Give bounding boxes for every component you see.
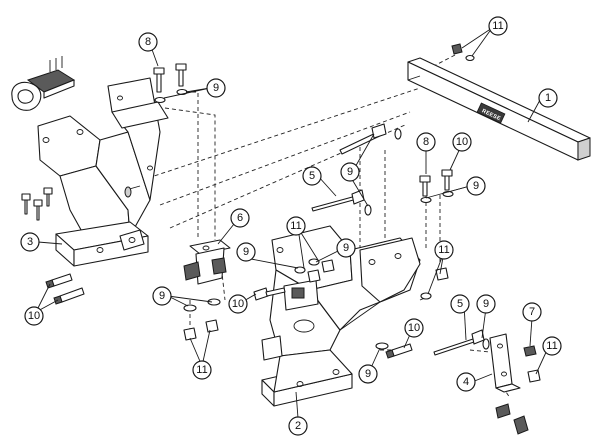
callout-10-bottom: 10 [404,318,424,338]
callout-9-center-right-label: 9 [343,242,349,254]
callout-11-bottom-left-label: 11 [196,364,207,376]
callout-9-top-center: 9 [340,162,360,182]
callout-3-label: 3 [27,236,33,248]
callout-9-bottom-right: 9 [476,294,496,314]
callout-11-center-label: 11 [290,220,301,232]
backing-plate-item-4 [433,329,541,435]
callout-11-right: 11 [434,240,454,260]
callout-7: 7 [522,302,542,322]
callout-8-top-label: 8 [145,36,151,48]
callout-1: 1 [538,88,558,108]
callout-7-label: 7 [529,306,535,318]
callout-9-left-bottom: 9 [152,286,172,306]
callout-9-bottom-label: 9 [365,368,371,380]
callout-2-label: 2 [295,420,301,432]
tow-hook-part [11,56,76,111]
right-side-bracket-part [261,225,421,407]
callout-11-top-right: 11 [488,16,508,36]
callout-4: 4 [456,372,476,392]
callout-11-center: 11 [286,216,306,236]
callout-9-center: 9 [236,242,256,262]
callout-9-top-left: 9 [206,78,226,98]
callout-5-top: 5 [302,166,322,186]
callout-10-center: 10 [228,294,248,314]
callout-5-top-label: 5 [309,170,315,182]
callout-8-right: 8 [416,132,436,152]
left-side-bracket-part [37,77,169,267]
callout-5-bottom-label: 5 [457,298,463,310]
callout-10-left-label: 10 [28,310,40,322]
hardware-center [253,258,335,301]
callout-9-right-label: 9 [473,180,479,192]
bolts-item-10-left [45,273,85,305]
callout-10-left: 10 [24,306,44,326]
callout-11-bottom-right: 11 [542,336,562,356]
callout-9-left-bottom-label: 9 [159,290,165,302]
bolts-item-8-top [153,63,188,104]
callout-4-label: 4 [463,376,469,388]
center-clip-part [183,239,231,285]
callout-9-center-right: 9 [336,238,356,258]
callout-9-center-label: 9 [243,246,249,258]
hex-bolts-left [21,187,53,221]
callout-9-right: 9 [466,176,486,196]
callout-9-top-center-label: 9 [347,166,353,178]
callout-1-label: 1 [545,92,551,104]
callout-10-right-label: 10 [456,136,468,148]
callout-11-right-label: 11 [438,244,449,256]
callout-8-top: 8 [138,32,158,52]
callout-8-right-label: 8 [423,136,429,148]
callout-6-label: 6 [237,212,243,224]
callout-10-bottom-label: 10 [408,322,420,334]
callout-9-bottom-right-label: 9 [483,298,489,310]
callout-10-right: 10 [452,132,472,152]
brand-plate [476,102,506,124]
callout-5-bottom: 5 [450,294,470,314]
callout-11-top-right-label: 11 [492,20,503,32]
cross-tube-part: REESE [407,57,591,161]
callout-9-top-left-label: 9 [213,82,219,94]
bolts-item-8-10-right [419,169,454,204]
callout-11-bottom-right-label: 11 [546,340,557,352]
bracket-slot [291,287,305,299]
callout-9-bottom: 9 [358,364,378,384]
hardware-below-clip [183,298,221,341]
callout-2: 2 [288,416,308,436]
callout-11-bottom-left: 11 [192,360,212,380]
callout-10-center-label: 10 [232,298,244,310]
callout-3: 3 [20,232,40,252]
hardware-right [375,267,449,359]
callout-6: 6 [230,208,250,228]
hardware-top-right [451,43,475,62]
